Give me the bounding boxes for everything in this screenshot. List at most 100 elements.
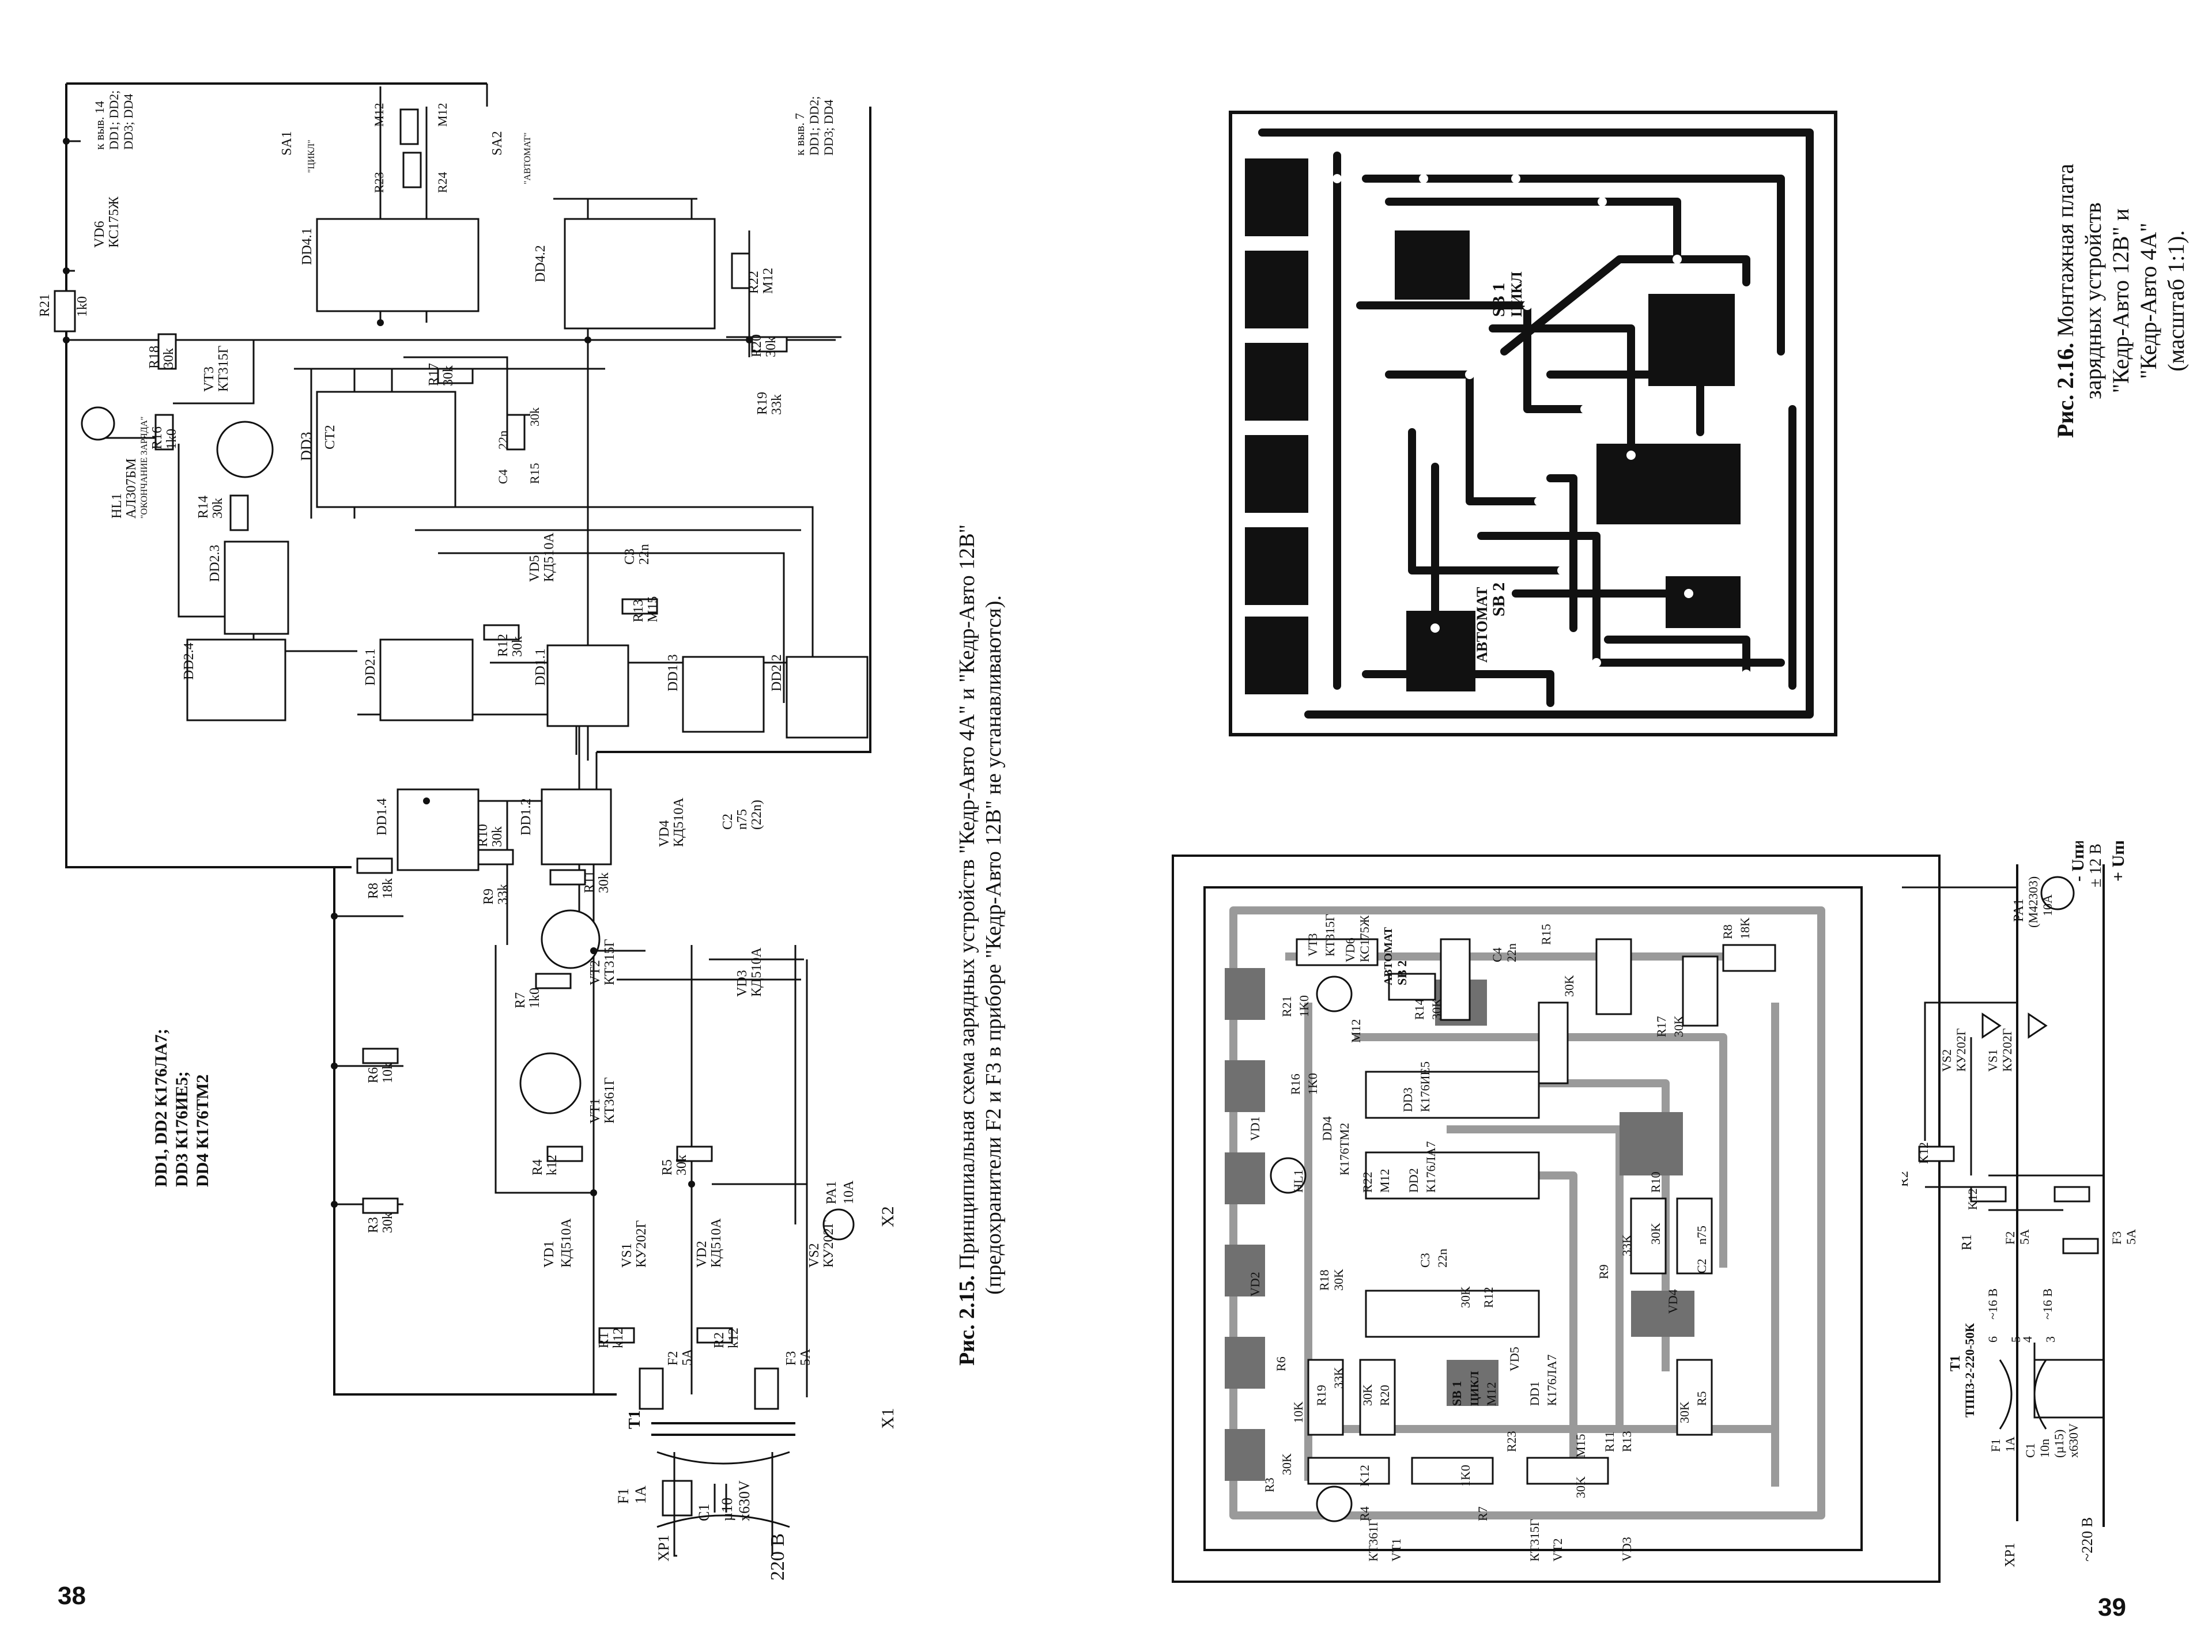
label-vs2: VS2	[807, 1243, 822, 1268]
assy-r15: R15	[1539, 924, 1553, 945]
label-vd1-value: КД510А	[559, 1218, 574, 1268]
label-sa1: SA1	[280, 131, 295, 156]
label-vd6: VD6	[92, 221, 107, 248]
label-f1: F1	[615, 1488, 632, 1504]
assy-r18-value: 30K	[1331, 1269, 1346, 1291]
page-number-right: 39	[2098, 1593, 2126, 1621]
label-f1-value: 1A	[632, 1485, 649, 1504]
label-r20: R20	[749, 334, 764, 357]
label-pa1: PA1	[824, 1181, 839, 1204]
caption-215-number: Рис. 2.15.	[955, 1275, 979, 1366]
power-pa1-value: 10A	[2040, 894, 2055, 916]
power-winding-1: ~16 В	[1985, 1288, 2000, 1320]
label-c3: C3	[622, 549, 637, 565]
label-f2: F2	[666, 1351, 681, 1366]
assy-r9-value: 33K	[1620, 1234, 1634, 1256]
transistors	[81, 406, 855, 1241]
power-vs2-value: КУ202Г	[1954, 1028, 1968, 1072]
assy-r12-value: 30K	[1458, 1286, 1473, 1308]
assy-r7-value: 1K0	[1458, 1465, 1473, 1487]
assy-vd4: VD4	[1666, 1289, 1680, 1314]
label-mains: ~ 220 В	[767, 1533, 788, 1585]
label-r13-value: M15	[646, 596, 660, 622]
figure-caption-2-15: Рис. 2.15. Принципиальная схема зарядных…	[954, 524, 1007, 1366]
label-hl1: HL1	[110, 493, 124, 519]
power-f2: F2	[2003, 1231, 2017, 1245]
assy-r8-value: 18K	[1738, 917, 1752, 939]
caption-215-title-line: Рис. 2.15. Принципиальная схема зарядных…	[954, 524, 980, 1366]
label-pin14-b: DD1; DD2;	[107, 90, 121, 150]
caption-216-line-4: "Кедр-Авто 4А"	[2135, 222, 2161, 379]
label-c4-value: 22n	[496, 430, 510, 449]
label-r19: R19	[755, 392, 770, 415]
assembly-labels: R21 1K0 VT3 КТ315Г VD6 КС175Ж M12 АВТОМА…	[1248, 914, 1752, 1562]
page-number-left: 38	[58, 1582, 86, 1610]
assy-r16: R16	[1288, 1073, 1303, 1095]
label-c1-value: µ10	[719, 1498, 735, 1521]
label-vd3-value: КД510А	[749, 947, 764, 997]
assy-r8: R8	[1720, 924, 1735, 939]
assy-vt2-value: КТ315Г	[1527, 1519, 1542, 1562]
power-t1-value: ТПП3-2-220-50К	[1962, 1323, 1977, 1417]
power-mains: ~220 В	[2079, 1517, 2096, 1562]
assy-r21: R21	[1279, 996, 1294, 1017]
label-vd2: VD2	[694, 1241, 709, 1268]
assy-vd6: VD6	[1343, 937, 1357, 962]
power-pa1: PA1	[2011, 899, 2026, 922]
label-r16-value: 1k0	[164, 429, 179, 449]
transformer-t1	[651, 1422, 795, 1557]
power-winding-2: ~16 В	[2040, 1288, 2055, 1320]
label-hl1-caption: "ОКОНЧАНИЕ ЗАРЯДА"	[139, 417, 149, 519]
assy-vt2: VT2	[1550, 1538, 1565, 1562]
assy-vd6-value: КС175Ж	[1357, 915, 1372, 962]
assy-r9: R9	[1596, 1264, 1611, 1279]
pcb-tracks	[1258, 128, 1814, 719]
pcb-labels: SB 1 ЦИКЛ АВТОМАТ SB 2	[1474, 271, 1525, 663]
label-r23: R23	[372, 172, 386, 193]
assy-r20: R20	[1377, 1385, 1392, 1406]
label-pin7-b: DD1; DD2;	[807, 96, 821, 156]
label-r23-value: M12	[372, 103, 386, 127]
assy-r18: R18	[1317, 1269, 1331, 1291]
label-r20-value: 30k	[764, 337, 779, 357]
label-r1: R1	[597, 1332, 611, 1348]
power-c1: C1	[2023, 1443, 2037, 1458]
assy-r12: R12	[1481, 1287, 1496, 1308]
label-vd4: VD4	[657, 820, 672, 847]
assy-auto: АВТОМАТ	[1382, 927, 1395, 985]
legend-line-3: DD4 К176ТМ2	[193, 1074, 212, 1187]
label-x1: X1	[878, 1408, 897, 1429]
caption-216-line-2: зарядных устройств	[2080, 202, 2106, 399]
assy-dd3: DD3	[1401, 1087, 1415, 1112]
label-vd3: VD3	[735, 970, 750, 997]
resistors	[54, 108, 788, 1517]
label-pa1-value: 10A	[841, 1180, 856, 1204]
label-r8: R8	[366, 883, 381, 899]
assy-vt3-value: КТ315Г	[1323, 914, 1337, 957]
power-vs1-value: КУ202Г	[2000, 1028, 2014, 1072]
label-r21-value: 1k0	[75, 296, 90, 317]
assy-hl1: HL1	[1291, 1170, 1305, 1193]
label-vs1-value: КУ202Г	[634, 1220, 649, 1268]
power-f1-value: 1A	[2003, 1436, 2017, 1452]
power-xp1: XP1	[2003, 1543, 2018, 1567]
label-r24-value: M12	[435, 103, 450, 127]
label-r6-value: 10k	[380, 1063, 395, 1083]
logic-gates	[186, 218, 869, 871]
assy-r3: R3	[1262, 1477, 1277, 1492]
assy-r15-value: 30K	[1562, 975, 1576, 997]
assembly-pads	[1225, 968, 1694, 1481]
label-r9-value: 33k	[496, 884, 511, 905]
label-r13: R13	[631, 599, 646, 622]
power-labels: PA1 (М42303) 10A - Uпит ± 12 В + Uпит VS…	[1902, 841, 2138, 1567]
label-r15: R15	[527, 463, 542, 484]
label-dd23: DD2.3	[207, 545, 222, 582]
power-wires	[1902, 864, 2105, 1527]
legend-line-1: DD1, DD2 К176ЛА7;	[152, 1029, 171, 1187]
label-c2-value: n75	[735, 809, 750, 830]
label-hl1-value: АЛ307БМ	[124, 458, 139, 519]
caption-215-title: Принципиальная схема зарядных устройств …	[955, 524, 979, 1270]
label-sa2-caption: "АВТОМАТ"	[523, 133, 533, 184]
assy-c4: C4	[1490, 947, 1504, 962]
label-r2-value: k12	[726, 1328, 741, 1348]
